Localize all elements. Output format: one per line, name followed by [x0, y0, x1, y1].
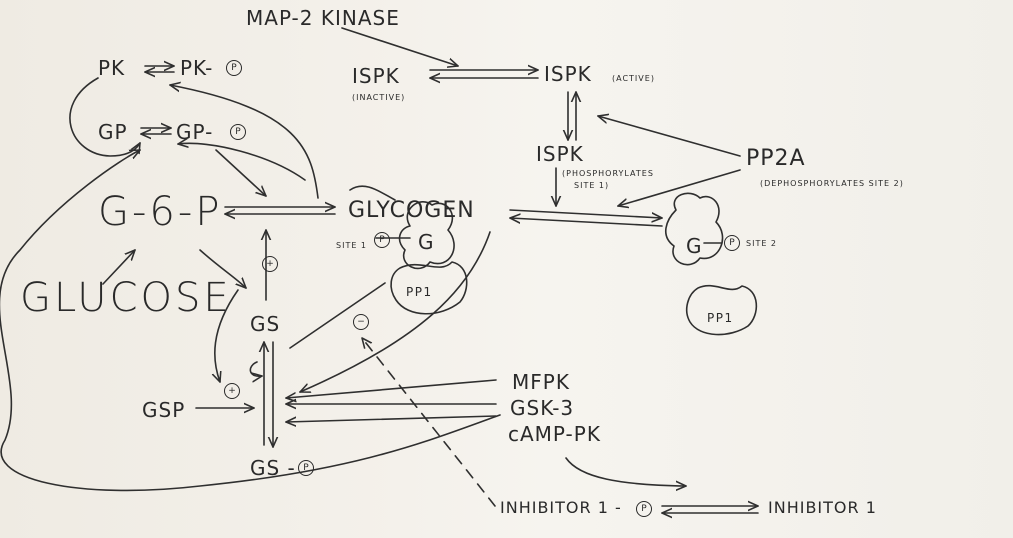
inhibitor-to-pp1-dashed	[362, 338, 495, 506]
site1-phosphate-badge: P	[374, 232, 390, 248]
gp-phosphate-badge: P	[230, 124, 246, 140]
mfpk-to-gs-arrow	[286, 380, 496, 398]
pk-p-label: PK-	[180, 58, 213, 78]
g-left-label: G	[418, 232, 435, 252]
g6p-label: G-6-P	[98, 192, 222, 232]
gp-label: GP	[98, 122, 128, 142]
gs-phosphate-badge: P	[298, 460, 314, 476]
phospho-note-line2: SITE 1)	[574, 182, 609, 190]
ispk-active-label: ISPK	[544, 64, 592, 84]
camp-pk-to-inhibitor-curve	[566, 458, 686, 486]
inhibitor1-p-label: INHIBITOR 1 -	[500, 500, 622, 516]
site2-phosphate-badge: P	[724, 235, 740, 251]
glycogen-to-gsp-curve	[300, 232, 490, 392]
map2-kinase-arrow	[342, 28, 458, 66]
ispk-active-note: (ACTIVE)	[612, 75, 655, 83]
pk-phosphate-badge: P	[226, 60, 242, 76]
pk-label: PK	[98, 58, 125, 78]
gsp-label: GSP	[142, 400, 185, 420]
camp-pk-label: cAMP-PK	[508, 424, 601, 444]
site1-label: SITE 1	[336, 242, 367, 250]
ispk-mid-label: ISPK	[536, 144, 584, 164]
pp1-to-gs-line	[290, 283, 385, 348]
glycogen-right-reverse-arrow	[510, 218, 662, 226]
pp2a-label: PP2A	[746, 148, 806, 170]
inhibitor1-label: INHIBITOR 1	[768, 500, 877, 516]
map2-kinase-label: MAP-2 KINASE	[246, 8, 400, 28]
gs-hook	[250, 362, 262, 376]
gp-p-label: GP-	[176, 122, 213, 142]
glycogen-label: GLYCOGEN	[348, 200, 475, 222]
camp-pk-to-gs-arrow	[286, 416, 496, 422]
gsk3-label: GSK-3	[510, 398, 574, 418]
ispk-inactive-note: (INACTIVE)	[352, 94, 405, 102]
g-right-label: G	[686, 236, 703, 256]
inhibitor1-phosphate-badge: P	[636, 501, 652, 517]
gs-p-label: GS -	[250, 458, 296, 478]
phospho-note-line1: (PHOSPHORYLATES	[562, 170, 654, 178]
ispk-inactive-label: ISPK	[352, 66, 400, 86]
pp1-right-label: PP1	[707, 312, 734, 324]
pp2a-note: (DEPHOSPHORYLATES SITE 2)	[760, 180, 904, 188]
pp1-left-label: PP1	[406, 286, 433, 298]
mfpk-label: MFPK	[512, 372, 570, 392]
gs-label: GS	[250, 314, 280, 334]
pp2a-to-ispk-arrow	[598, 116, 740, 156]
pp1-inhibition-minus: −	[353, 314, 369, 330]
glucose-label: GLUCOSE	[20, 278, 232, 318]
gsp-activation-plus: +	[224, 383, 240, 399]
g6p-activation-plus: +	[262, 256, 278, 272]
site2-label: SITE 2	[746, 240, 777, 248]
glycogen-right-forward-arrow	[510, 210, 662, 218]
pk-to-gp-curve	[70, 78, 140, 156]
